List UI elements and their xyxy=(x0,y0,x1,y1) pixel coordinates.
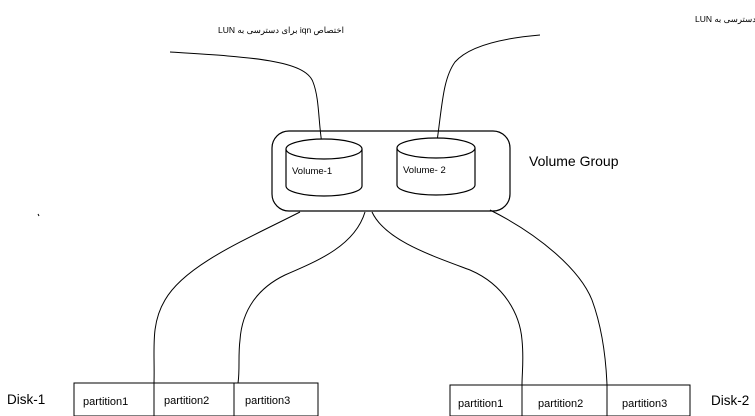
disk-1-partition-1: partition1 xyxy=(83,396,128,408)
volume-2-cylinder: Volume- 2 xyxy=(396,137,476,196)
disk-2-partition-2: partition2 xyxy=(538,398,583,410)
connector-disk1-partition3 xyxy=(237,211,366,384)
annotation-right-connector xyxy=(435,34,541,149)
disk-2-partition-1: partition1 xyxy=(458,398,503,410)
disk-1-partitions: partition1 partition2 partition3 xyxy=(73,382,319,416)
disk-2-partitions: partition1 partition2 partition3 xyxy=(449,384,691,416)
volume-group-box xyxy=(271,130,511,212)
disk-2-partition-3: partition3 xyxy=(622,398,667,410)
disk-1-partition-2: partition2 xyxy=(164,395,209,407)
volume-group-label: Volume Group xyxy=(529,153,619,169)
connector-disk1-partition1 xyxy=(153,211,301,384)
annotation-left-label: اختصاص iqn برای دسترسی به LUN xyxy=(218,25,344,36)
stray-mark xyxy=(37,213,40,217)
disk-1-partition-3: partition3 xyxy=(245,395,290,407)
connector-disk2-partition3 xyxy=(489,209,608,386)
disk-1-label: Disk-1 xyxy=(7,392,45,407)
volume-1-label: Volume-1 xyxy=(292,166,332,177)
connector-disk2-partition1 xyxy=(371,211,524,386)
annotation-left-connector xyxy=(169,51,324,151)
disk-2-label: Disk-2 xyxy=(711,393,749,408)
volume-2-label: Volume- 2 xyxy=(403,165,446,176)
annotation-right-label: اختصاص iqn برای دسترسی به LUN xyxy=(695,14,755,25)
volume-1-cylinder: Volume-1 xyxy=(285,138,363,197)
